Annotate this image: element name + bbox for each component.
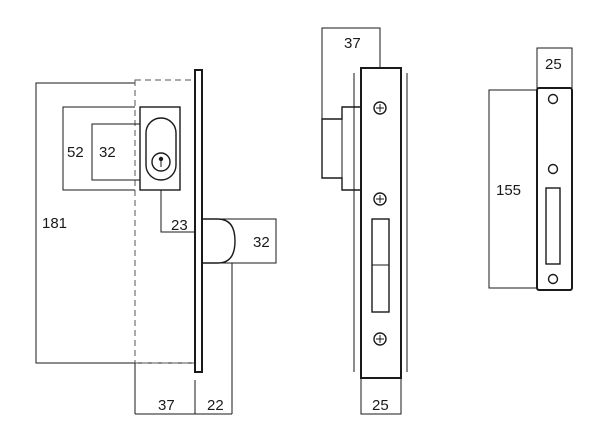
strike-bottom-hole-icon <box>547 273 559 285</box>
overall-height-bracket <box>35 82 195 364</box>
strike-slot <box>545 187 561 265</box>
middle-screw-icon <box>373 192 387 206</box>
label-181: 181 <box>42 215 67 232</box>
cylinder-body <box>145 117 177 181</box>
bottom-screw-icon <box>373 332 387 346</box>
cylinder-protrusion <box>321 106 361 191</box>
strike-plate <box>536 87 573 291</box>
label-32-bolt: 32 <box>253 234 270 251</box>
label-22: 22 <box>207 397 224 414</box>
front-faceplate <box>360 67 402 379</box>
label-37-depth: 37 <box>344 35 361 52</box>
deadbolt <box>202 218 236 264</box>
label-25-strike: 25 <box>545 56 562 73</box>
label-37-backset: 37 <box>158 397 175 414</box>
label-25-front: 25 <box>372 397 389 414</box>
front-width-bracket <box>360 378 402 415</box>
strike-middle-hole-icon <box>547 163 559 175</box>
side-view <box>35 69 277 415</box>
keyhole-icon <box>151 152 171 172</box>
strike-height-bracket <box>488 89 537 289</box>
label-155: 155 <box>496 182 521 199</box>
strike-width-bracket <box>536 47 573 88</box>
cylinder-housing <box>139 106 181 191</box>
bolt-depth-bracket <box>321 27 381 119</box>
bolt-projection-bracket <box>218 218 277 264</box>
faceplate <box>194 69 203 373</box>
label-52: 52 <box>67 144 84 161</box>
strike-plate-view <box>488 47 573 291</box>
keyhole-pin-icon <box>158 156 164 162</box>
label-32-cylinder: 32 <box>99 144 116 161</box>
cylinder-outer-bracket <box>62 106 135 191</box>
label-23: 23 <box>171 217 188 234</box>
strike-top-hole-icon <box>547 93 559 105</box>
front-view <box>321 27 408 415</box>
bolt-offset-leader <box>160 190 195 233</box>
cylinder-inner-bracket <box>91 123 140 181</box>
top-screw-icon <box>373 101 387 115</box>
